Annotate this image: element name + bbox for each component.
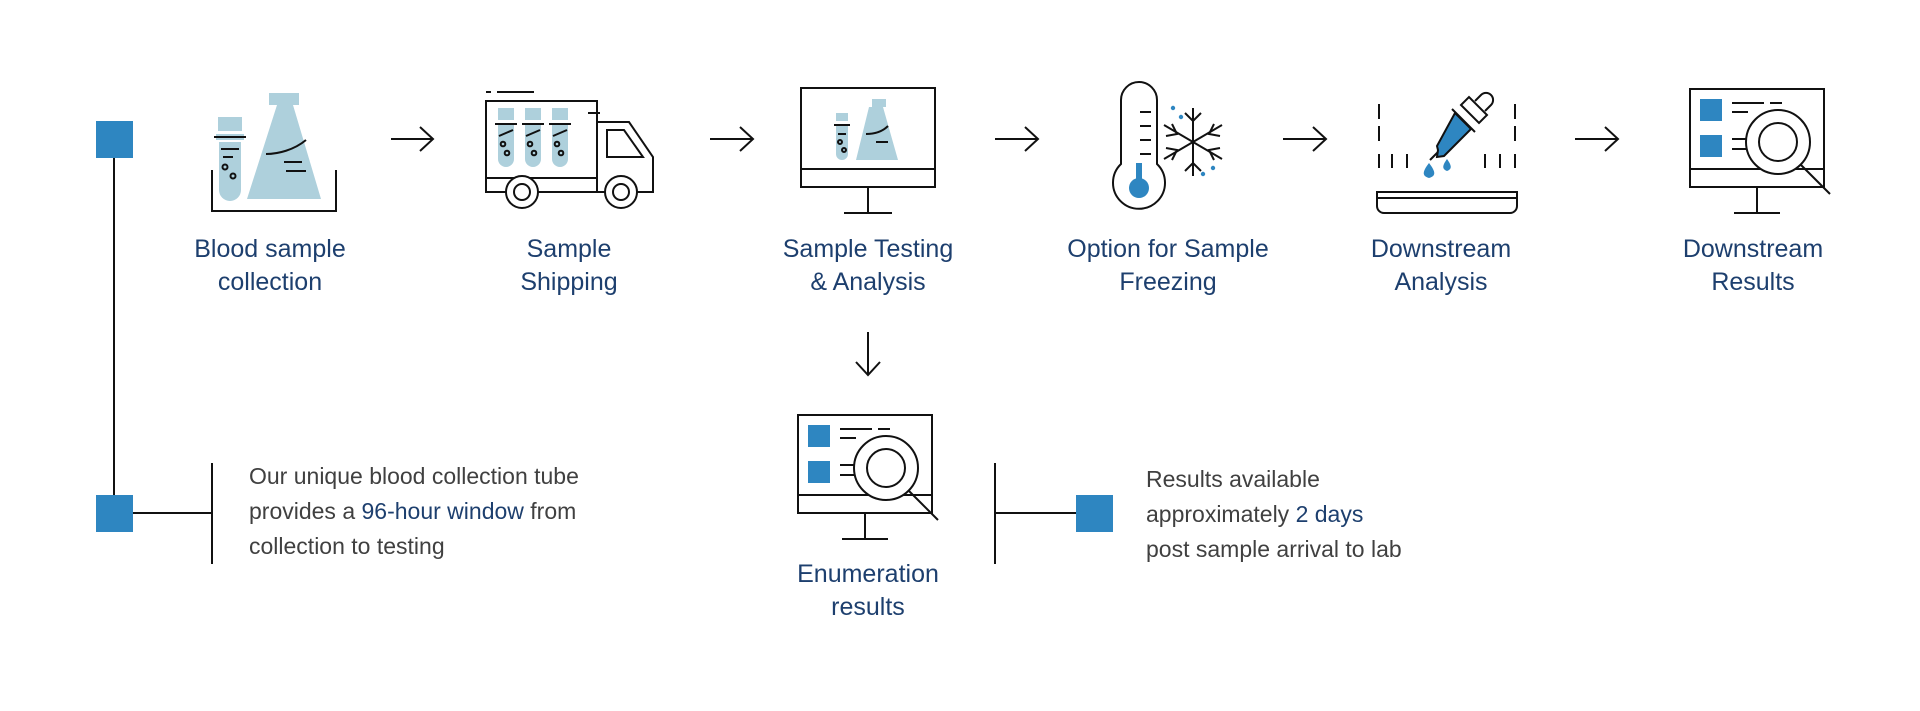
step-label-line: results	[831, 593, 905, 621]
note-text: from	[523, 498, 577, 524]
pipette-dish-icon	[1376, 91, 1518, 214]
step-label-line: Enumeration	[797, 560, 939, 588]
step-label-line: Shipping	[520, 268, 618, 296]
step-label-line: Results	[1711, 268, 1795, 296]
snowflake-icon	[1163, 108, 1223, 176]
step-label-line: Sample Testing	[782, 235, 954, 263]
timeline-marker-bottom	[96, 495, 133, 532]
arrow-right-icon	[1283, 126, 1328, 152]
branch-label-enumeration-results: Enumeration results	[768, 558, 968, 624]
step-label-sample-freezing: Option for Sample Freezing	[1048, 233, 1288, 299]
note-text: Our unique blood collection tube	[249, 463, 579, 489]
note-text: approximately	[1146, 501, 1296, 527]
left-timeline	[96, 121, 213, 564]
arrow-right-icon	[1575, 126, 1620, 152]
arrow-right-icon	[710, 126, 755, 152]
arrow-right-icon	[391, 126, 435, 152]
step-label-line: collection	[217, 268, 323, 296]
monitor-magnifier-icon	[1689, 88, 1831, 214]
step-label-line: Downstream	[1370, 235, 1512, 263]
note-right: Results available approximately 2 days p…	[1146, 462, 1402, 567]
step-label-line: Sample	[526, 235, 612, 263]
shipping-truck-icon	[485, 91, 654, 209]
arrow-down-icon	[855, 332, 881, 377]
step-label-sample-testing: Sample Testing & Analysis	[758, 233, 978, 299]
step-label-line: Downstream	[1682, 235, 1824, 263]
step-label-line: & Analysis	[810, 268, 926, 296]
step-label-downstream-analysis: Downstream Analysis	[1341, 233, 1541, 299]
right-timeline	[994, 463, 1113, 564]
thermometer-snowflake-icon	[1112, 81, 1223, 210]
blood-sample-collection-icon	[211, 93, 337, 212]
note-text: provides a	[249, 498, 362, 524]
step-label-line: Option for Sample	[1067, 235, 1269, 263]
note-text: post sample arrival to lab	[1146, 536, 1402, 562]
note-highlight: 2 days	[1295, 501, 1364, 527]
note-text: Results available	[1146, 466, 1320, 492]
arrow-right-icon	[995, 126, 1040, 152]
step-label-blood-sample-collection: Blood sample collection	[170, 233, 370, 299]
note-text: collection to testing	[249, 533, 445, 559]
note-left: Our unique blood collection tube provide…	[249, 459, 579, 564]
step-label-downstream-results: Downstream Results	[1653, 233, 1853, 299]
monitor-test-tubes-icon	[800, 87, 936, 214]
timeline-marker-right	[1076, 495, 1113, 532]
step-label-line: Freezing	[1119, 268, 1217, 296]
enumeration-monitor-icon	[797, 414, 939, 540]
step-label-sample-shipping: Sample Shipping	[469, 233, 669, 299]
step-label-line: Analysis	[1394, 268, 1488, 296]
step-label-line: Blood sample	[194, 235, 346, 263]
timeline-marker-top	[96, 121, 133, 158]
note-highlight: 96-hour window	[361, 498, 524, 524]
